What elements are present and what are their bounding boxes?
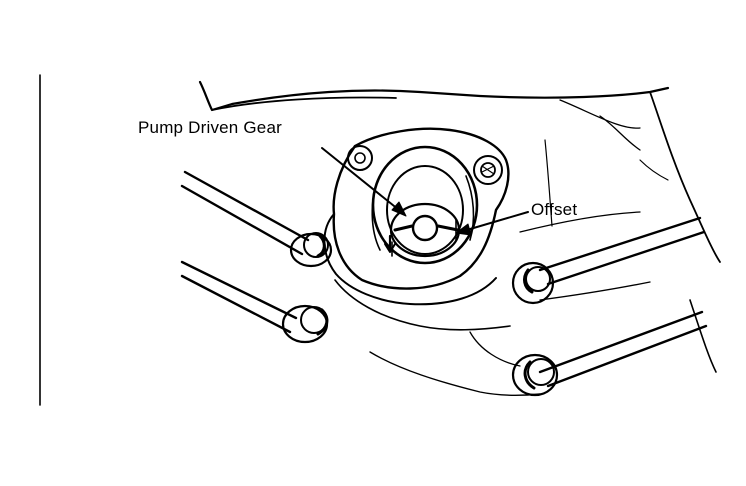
block-bottom-contour-2 [369, 351, 541, 397]
offset-mark-arrowhead [384, 243, 396, 253]
right-bolt-boss [473, 155, 503, 185]
block-right-lower-edge [689, 299, 717, 373]
upper-left-rod [180, 170, 310, 256]
casting-detail-3 [519, 211, 641, 233]
casting-detail-5 [469, 331, 521, 367]
drive-bore-inner [386, 165, 464, 255]
left-bolt-hole [354, 152, 366, 164]
lower-right-rod-end [511, 353, 559, 397]
mounting-flange [332, 127, 510, 290]
lower-left-rod [180, 260, 298, 334]
casting-arc-left [371, 179, 381, 251]
casting-detail-6 [544, 139, 553, 227]
upper-right-rod-grommet [525, 266, 551, 292]
pump-gear-arrowhead [391, 201, 407, 217]
pump-gear-leader [321, 147, 405, 215]
left-bolt-boss [347, 145, 373, 171]
block-bottom-contour [334, 279, 511, 331]
casting-detail-1 [559, 99, 641, 129]
block-top-edge [211, 96, 397, 111]
lower-right-rod-grommet [527, 358, 555, 386]
gear-tang-slot [393, 224, 460, 232]
offset-arrowhead [455, 223, 472, 236]
upper-left-rod-grommet [303, 232, 329, 258]
upper-right-grommet-shade [523, 268, 534, 294]
casting-arc-right [465, 175, 475, 241]
lower-left-grommet-shade [316, 308, 329, 336]
right-bolt-hole [480, 162, 496, 178]
block-right-edge [649, 91, 721, 263]
casting-detail-4 [539, 281, 651, 301]
lower-right-grommet-shade [523, 360, 536, 390]
lower-right-rod [538, 310, 708, 388]
offset-leader [459, 211, 529, 233]
upper-left-grommet-shade [316, 234, 326, 258]
offset-label: Offset [531, 200, 578, 219]
pump-driven-gear-label: Pump Driven Gear [138, 118, 282, 137]
engine-block-outline [198, 80, 670, 112]
casting-detail-2 [599, 115, 641, 151]
shaft-tip [411, 214, 439, 242]
upper-right-rod-end [511, 261, 555, 305]
bolt-threads [481, 165, 495, 175]
upper-right-rod [538, 216, 706, 286]
casting-detail-7 [639, 159, 669, 181]
